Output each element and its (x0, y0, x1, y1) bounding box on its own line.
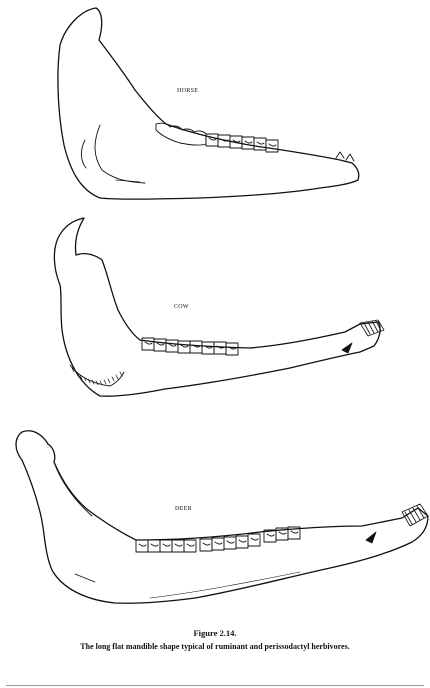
figure-caption: The long flat mandible shape typical of … (40, 641, 390, 652)
label-horse: HORSE (177, 88, 198, 94)
label-cow: COW (174, 304, 189, 310)
figure-number: Figure 2.14. (0, 628, 430, 638)
bottom-rule (6, 685, 424, 686)
deer-mental-foramen (366, 532, 376, 543)
label-deer: DEER (175, 506, 192, 512)
horse-mandible (58, 8, 359, 199)
deer-mandible (16, 431, 428, 604)
cow-mandible (54, 218, 384, 396)
cow-mental-foramen (342, 343, 352, 353)
horse-teeth (156, 123, 354, 161)
